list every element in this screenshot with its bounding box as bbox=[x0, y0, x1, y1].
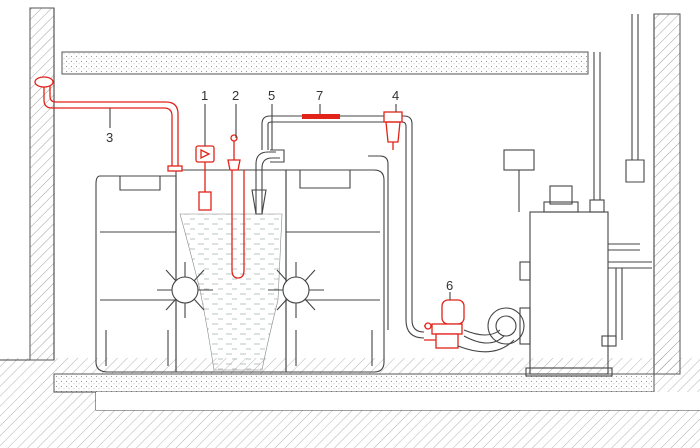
oil-tanks bbox=[95, 169, 385, 373]
oil-level bbox=[179, 213, 283, 371]
level-gauge bbox=[227, 134, 245, 279]
fill-pipe bbox=[34, 76, 183, 172]
oil-deaerator bbox=[424, 299, 465, 349]
ceiling-slab bbox=[61, 51, 589, 75]
leak-indicator bbox=[302, 114, 340, 119]
left-tank bbox=[95, 175, 177, 373]
callout-3: 3 bbox=[106, 130, 113, 145]
right-wall bbox=[653, 13, 681, 375]
tank-fitting-left bbox=[157, 262, 213, 318]
oil-filter bbox=[383, 111, 403, 150]
callout-2: 2 bbox=[232, 88, 239, 103]
boiler bbox=[457, 14, 652, 377]
building-structure bbox=[0, 7, 700, 448]
burner bbox=[487, 307, 525, 345]
callout-5: 5 bbox=[268, 88, 275, 103]
callout-4: 4 bbox=[392, 88, 399, 103]
callout-7: 7 bbox=[316, 88, 323, 103]
suction-line bbox=[251, 115, 425, 339]
right-tank bbox=[285, 169, 385, 373]
left-wall bbox=[29, 7, 55, 361]
overfill-protection bbox=[195, 145, 215, 211]
fill-cap bbox=[34, 76, 54, 88]
callout-1: 1 bbox=[201, 88, 208, 103]
callout-6: 6 bbox=[446, 278, 453, 293]
tank-fitting-right bbox=[268, 262, 324, 318]
callout-leaders bbox=[109, 104, 451, 300]
callout-labels: 1 2 3 5 7 4 6 bbox=[106, 88, 453, 293]
